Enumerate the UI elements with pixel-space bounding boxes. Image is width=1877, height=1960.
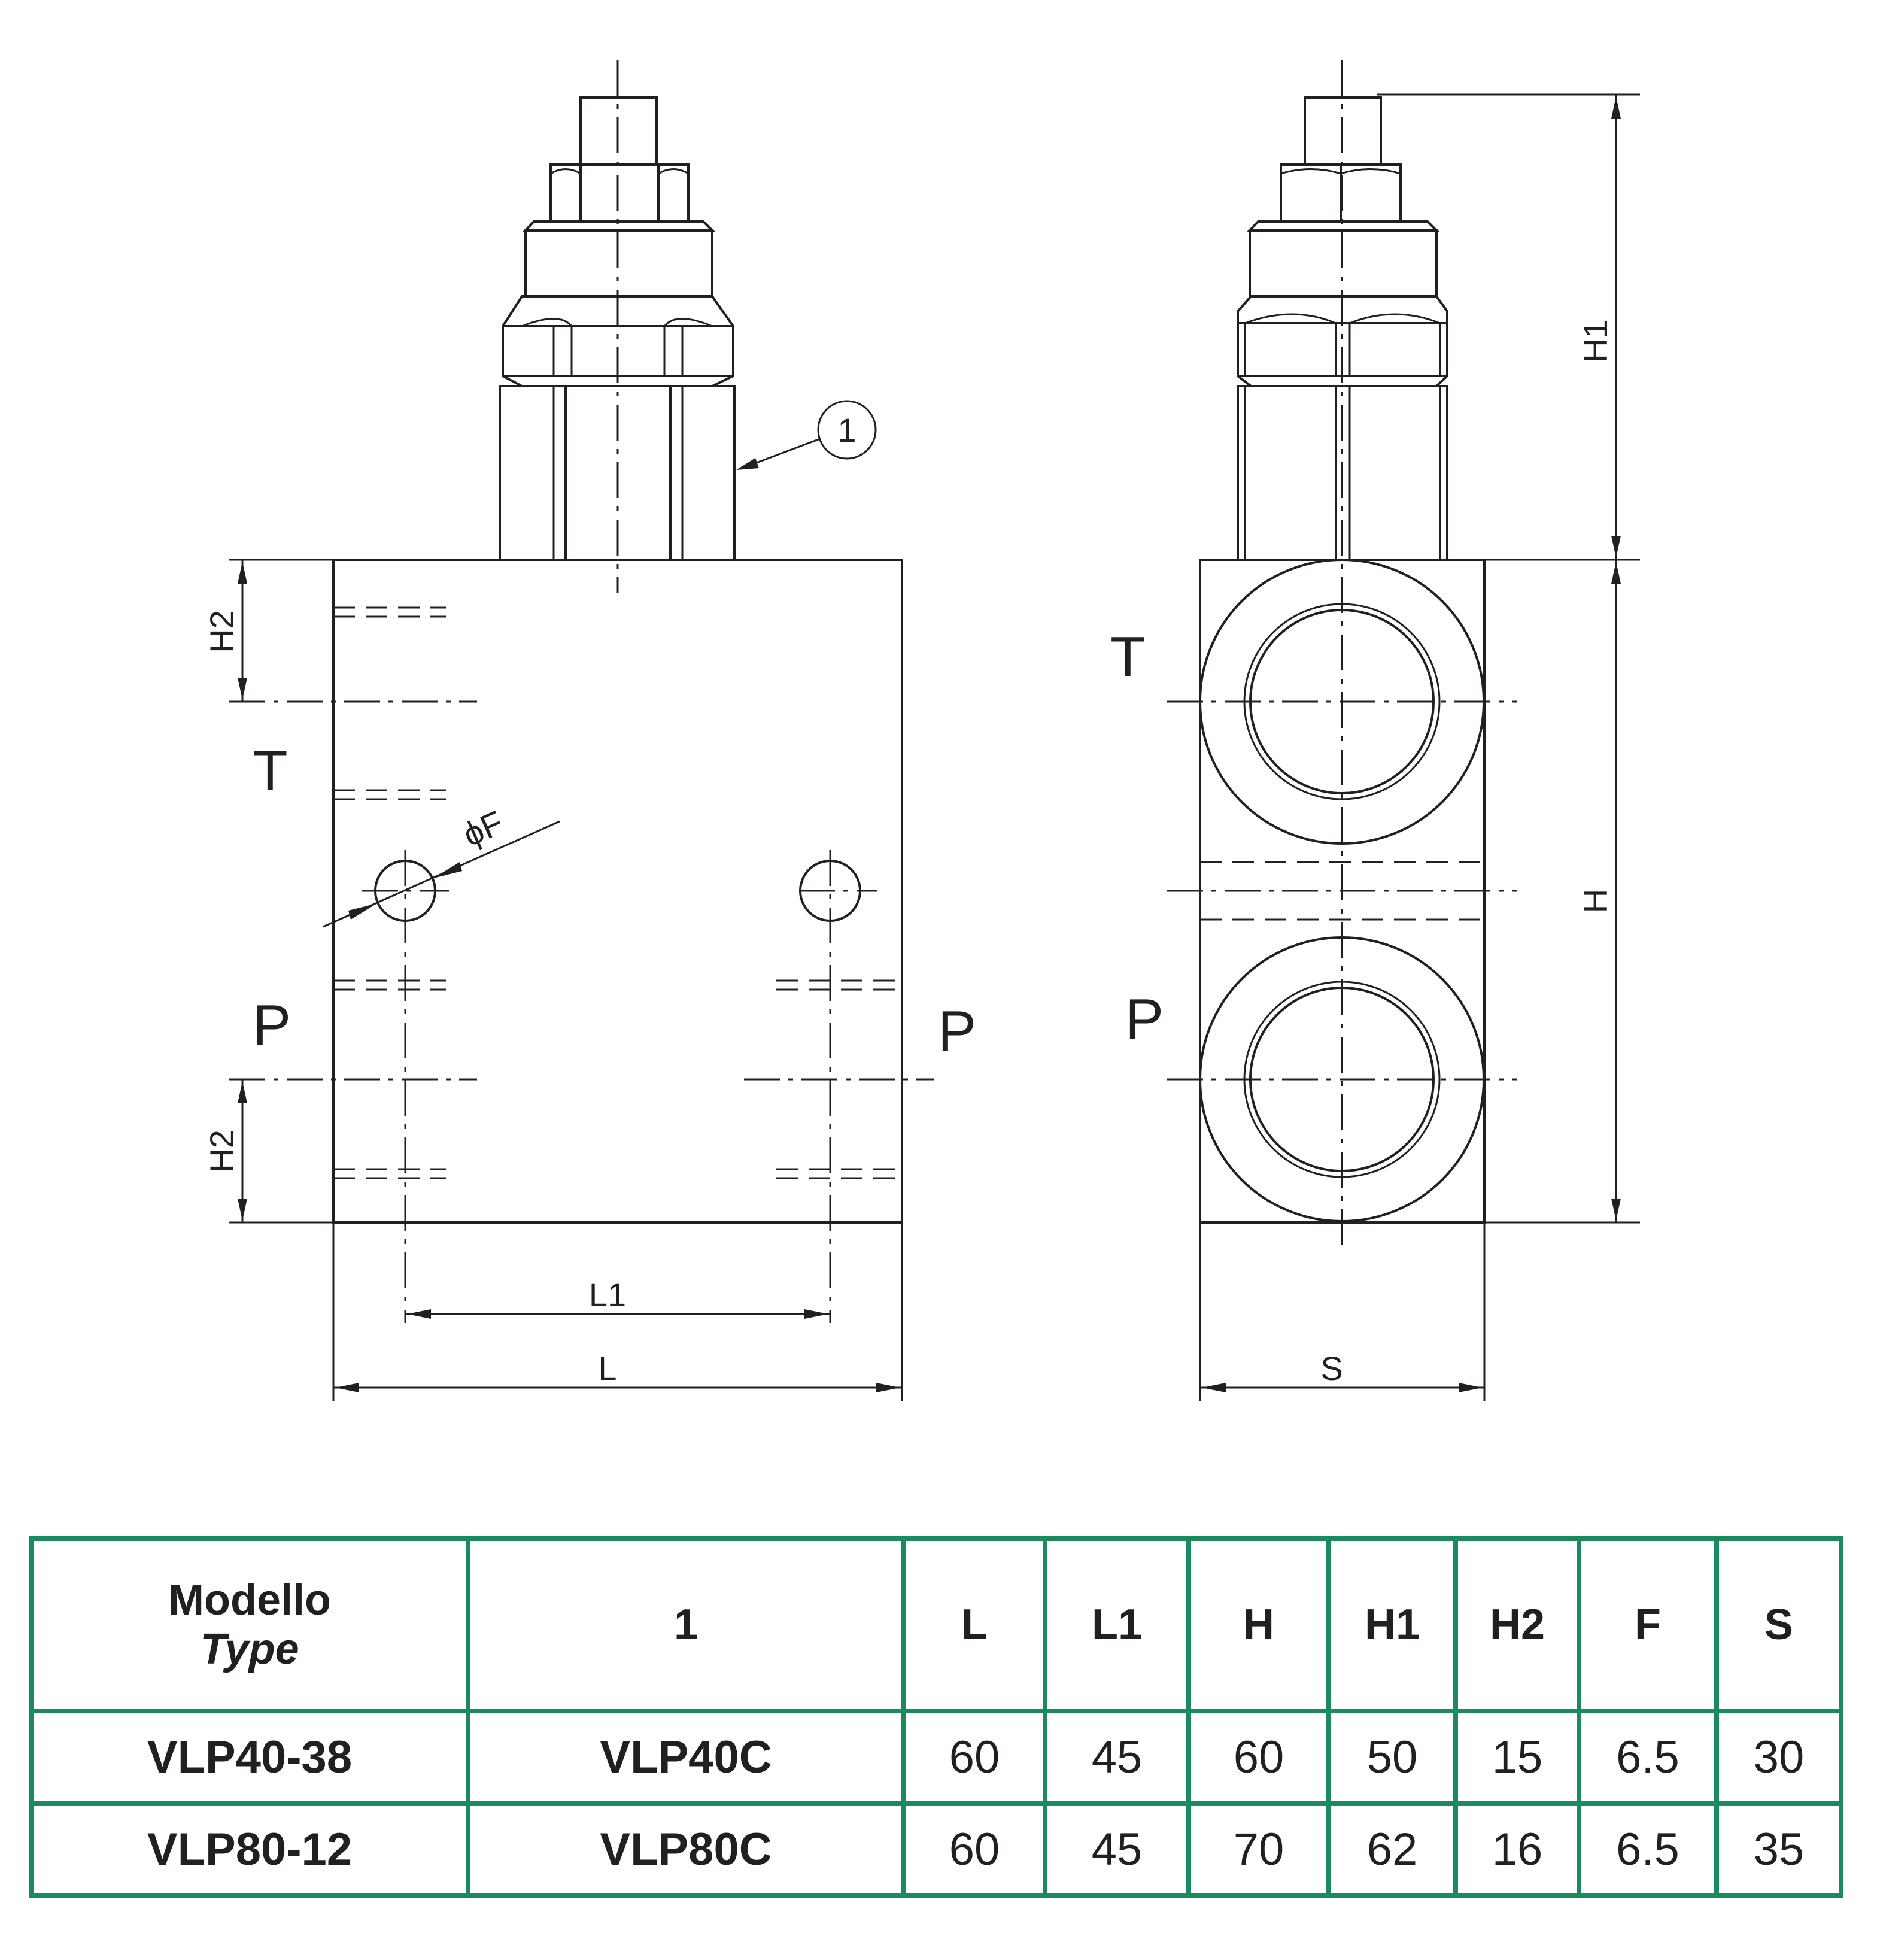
callout-bubble — [817, 400, 877, 460]
cell-l1: 45 — [1043, 1709, 1191, 1806]
header-h: H — [1186, 1536, 1331, 1713]
technical-drawing: ϕF 1 T P P H2 H2 L1 L — [203, 60, 1640, 1401]
front-view: ϕF 1 T P P H2 H2 L1 L — [203, 60, 976, 1401]
callout-number: 1 — [837, 411, 856, 449]
dim-label-h1: H1 — [1577, 320, 1614, 363]
cell-l: 60 — [901, 1801, 1047, 1898]
cell-l1: 45 — [1043, 1801, 1191, 1898]
table-row: VLP80-12 VLP80C 60 45 70 62 16 6.5 35 — [29, 1801, 1843, 1898]
table-row: VLP40-38 VLP40C 60 45 60 50 15 6.5 30 — [29, 1709, 1843, 1806]
header-model-line2: Type — [200, 1625, 299, 1673]
front-port-p-right: P — [938, 999, 976, 1063]
cell-h2: 16 — [1453, 1801, 1581, 1898]
cell-h1: 62 — [1326, 1801, 1458, 1898]
dim-label-h2-bottom: H2 — [203, 1130, 241, 1173]
cell-h: 70 — [1186, 1801, 1331, 1898]
cell-h1: 50 — [1326, 1709, 1458, 1806]
cell-model: VLP80-12 — [29, 1801, 470, 1898]
side-port-p: P — [1125, 987, 1164, 1051]
header-model-line1: Modello — [168, 1576, 331, 1624]
dim-label-s: S — [1320, 1349, 1343, 1387]
cell-s: 30 — [1714, 1709, 1843, 1806]
front-port-t: T — [253, 739, 288, 803]
cell-part: VLP80C — [466, 1801, 906, 1898]
cell-l: 60 — [901, 1709, 1047, 1806]
front-port-p-left: P — [253, 993, 291, 1057]
dim-label-f: ϕF — [457, 803, 509, 854]
dim-label-h2-top: H2 — [203, 610, 241, 653]
header-part: 1 — [466, 1536, 906, 1713]
header-s: S — [1714, 1536, 1843, 1713]
table-header-row: Modello Type 1 L L1 H H1 H2 F S — [29, 1536, 1843, 1713]
side-view: T P H1 H S — [1110, 60, 1640, 1401]
cell-f: 6.5 — [1577, 1801, 1719, 1898]
header-h1: H1 — [1326, 1536, 1458, 1713]
header-h2: H2 — [1453, 1536, 1581, 1713]
side-port-t: T — [1110, 625, 1146, 689]
cell-part: VLP40C — [466, 1709, 906, 1806]
cell-model: VLP40-38 — [29, 1709, 470, 1806]
dim-label-h: H — [1577, 889, 1614, 913]
dim-label-l: L — [598, 1349, 616, 1387]
header-l: L — [901, 1536, 1047, 1713]
cell-f: 6.5 — [1577, 1709, 1719, 1806]
cell-s: 35 — [1714, 1801, 1843, 1898]
header-l1: L1 — [1043, 1536, 1191, 1713]
header-model: Modello Type — [29, 1536, 470, 1713]
header-f: F — [1577, 1536, 1719, 1713]
spec-table: Modello Type 1 L L1 H H1 H2 F S VLP40-38… — [29, 1536, 1843, 1898]
cell-h2: 15 — [1453, 1709, 1581, 1806]
cell-h: 60 — [1186, 1709, 1331, 1806]
dim-label-l1: L1 — [589, 1276, 626, 1313]
